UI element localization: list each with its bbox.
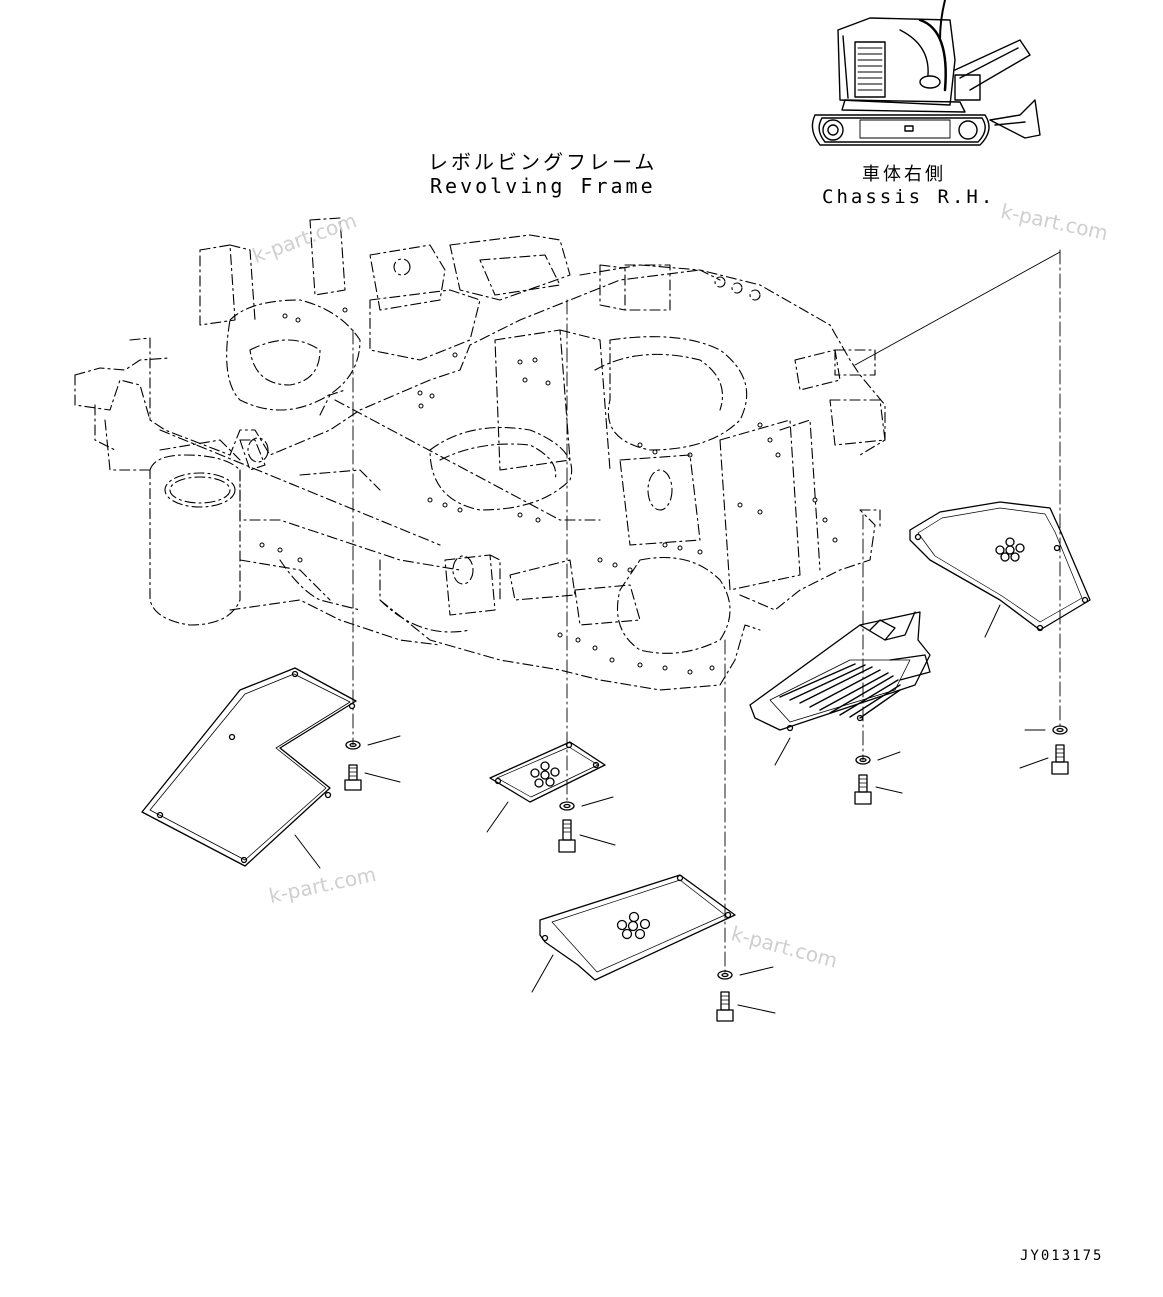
inset-label-english: Chassis R.H. [822, 186, 996, 208]
machine-inset-illustration [811, 0, 1041, 146]
leader-cover-right [984, 604, 1001, 638]
leader-cover-center [486, 801, 509, 833]
fastener-set-1 [344, 740, 362, 791]
fastener-set-2 [558, 801, 576, 853]
fastener-set-3 [716, 970, 734, 1022]
leader-cover-grated [774, 737, 791, 766]
inset-label-japanese: 車体右側 [862, 164, 946, 185]
cover-right [909, 501, 1091, 632]
cover-center-small [489, 741, 606, 803]
cover-grated [749, 611, 931, 732]
fastener-set-4 [854, 755, 872, 805]
cover-left-large [141, 667, 357, 867]
fastener-set-5 [1051, 725, 1069, 775]
inset-pointer-line [854, 251, 1061, 366]
revolving-frame-outline [74, 217, 886, 691]
title-japanese: レボルビングフレーム [428, 150, 658, 174]
frame-bolt-holes [259, 307, 838, 675]
assembly-leader-lines [352, 249, 1061, 976]
leader-cover-left [294, 834, 321, 869]
cover-bottom-middle [539, 874, 736, 981]
leader-cover-bottom [531, 954, 554, 993]
title-english: Revolving Frame [430, 174, 656, 198]
drawing-number: JY013175 [1020, 1248, 1104, 1264]
